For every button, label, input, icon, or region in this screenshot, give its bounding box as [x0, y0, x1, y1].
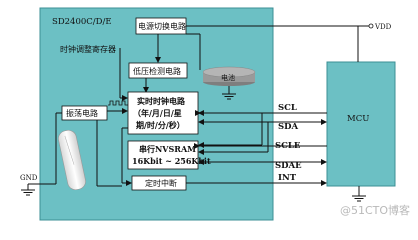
rtc-label-3: 期/时/分/秒） — [136, 120, 185, 130]
gnd-label: GND — [20, 174, 38, 182]
vdd-label: VDD — [374, 23, 392, 31]
block-diagram: SD2400C/D/E MCU VDD 电源切换电路 低压检测电路 时钟调整寄存… — [20, 7, 410, 221]
nvsram-label-2: 16Kbit ~ 256Kbit — [132, 156, 211, 166]
mcu-ground-icon — [352, 195, 366, 202]
scle-label: SCLE — [275, 141, 301, 151]
rtc-label-1: 实时时钟电路 — [137, 96, 186, 106]
timer-interrupt-label: 定时中断 — [145, 178, 177, 188]
int-label: INT — [278, 173, 297, 183]
battery-icon — [202, 66, 256, 86]
power-switch-block — [135, 17, 187, 35]
scl-label: SCL — [278, 103, 297, 113]
battery-ground-icon — [222, 93, 236, 100]
rtc-label-2: （年/月/日/星 — [133, 108, 182, 118]
crystal-icon — [58, 129, 86, 191]
sda-label: SDA — [278, 122, 299, 132]
nvsram-block — [127, 140, 199, 170]
mcu-label: MCU — [347, 114, 369, 124]
watermark: @51CTO博客 — [340, 203, 410, 217]
low-voltage-label: 低压检测电路 — [133, 66, 181, 76]
vdd-terminal — [368, 23, 374, 29]
power-switch-label: 电源切换电路 — [138, 21, 186, 31]
sdae-label: SDAE — [275, 161, 302, 171]
battery-label: 电池 — [221, 73, 235, 82]
gnd-ground-icon — [21, 189, 35, 196]
oscillator-waveform-icon — [108, 100, 128, 106]
oscillator-label: 振荡电路 — [66, 108, 98, 118]
mcu-body — [326, 61, 396, 187]
nvsram-label-1: 串行NVSRAM — [139, 144, 196, 154]
low-voltage-block — [128, 62, 188, 79]
chip-label: SD2400C/D/E — [52, 17, 112, 27]
rtc-block — [127, 91, 199, 135]
clock-adjust-label: 时钟调整寄存器 — [60, 44, 116, 54]
